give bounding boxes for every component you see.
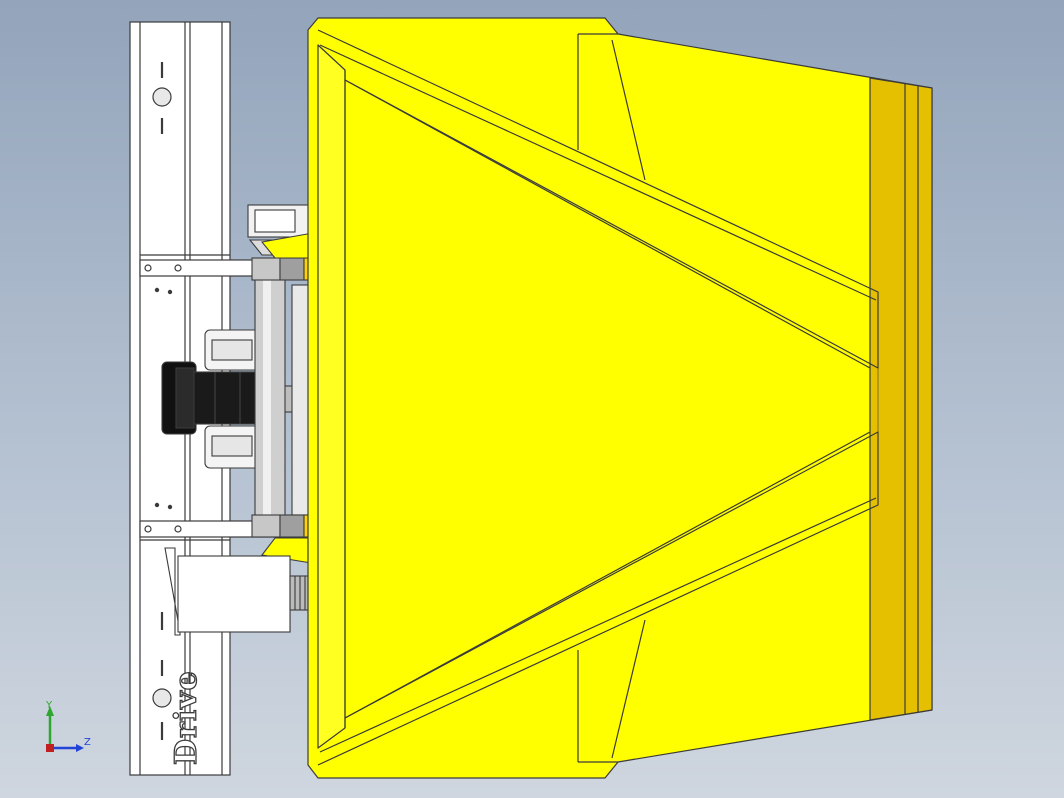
triad-z-label: Z [84, 737, 91, 748]
triad-y-label: Y [45, 700, 53, 711]
coordinate-triad [46, 706, 84, 752]
yellow-hopper [307, 17, 933, 779]
lower-bracket [164, 547, 331, 636]
brand-lettering: Drive [169, 670, 204, 765]
